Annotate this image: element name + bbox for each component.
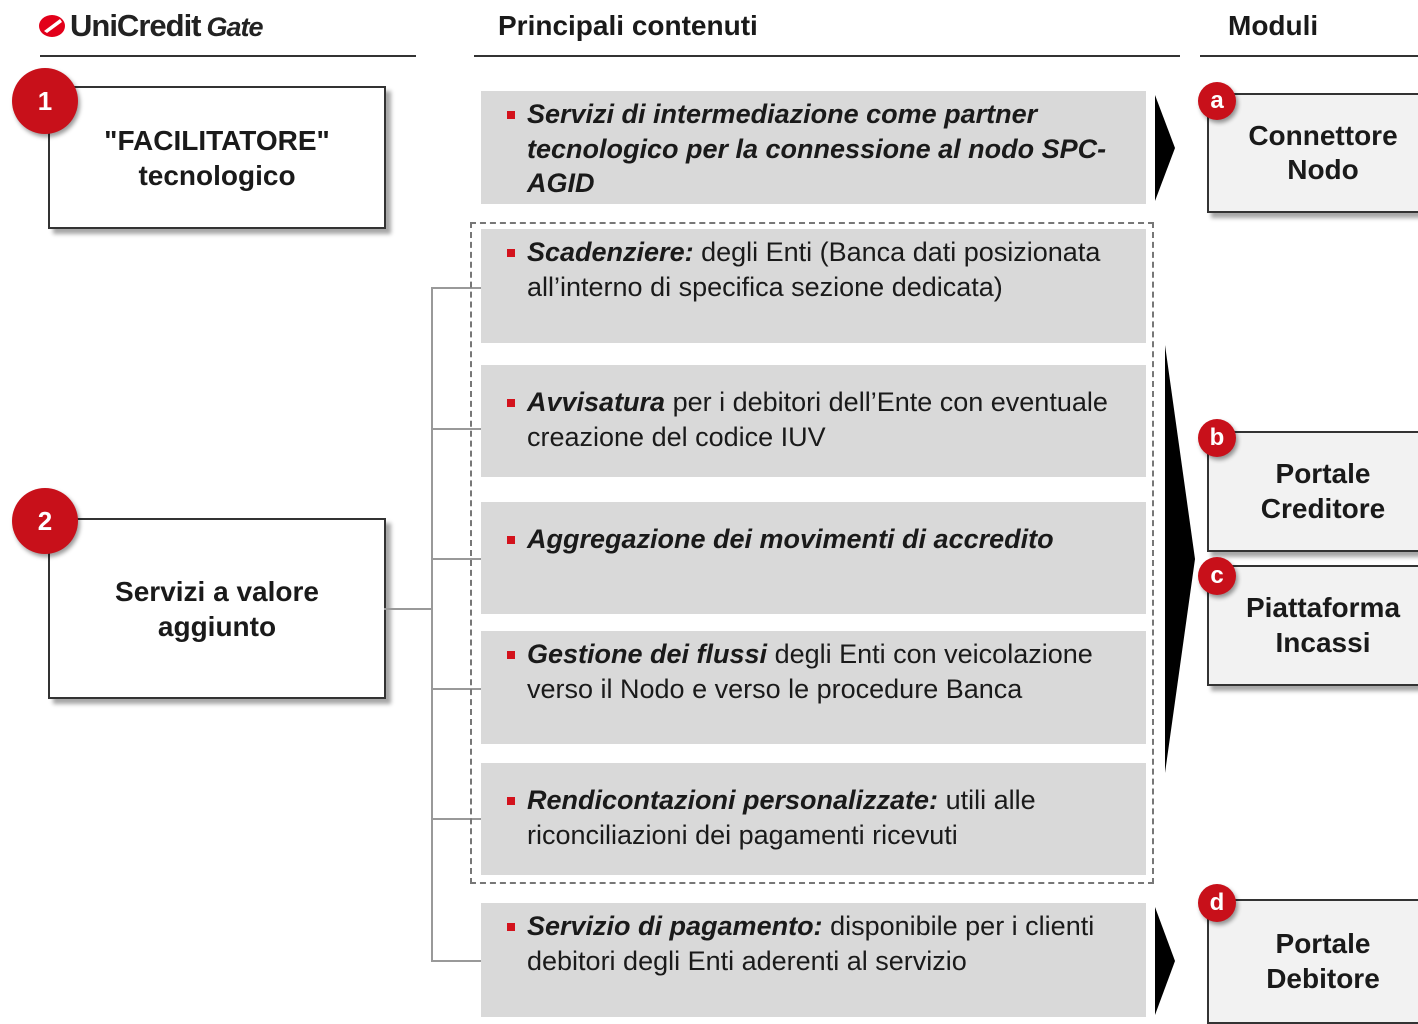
- tree-branch: [431, 428, 481, 430]
- tree-connector-stub: [384, 608, 432, 610]
- badge-c: c: [1198, 557, 1236, 595]
- tree-branch: [431, 558, 481, 560]
- content-text: degli Enti con veicolazione verso il Nod…: [527, 639, 1093, 704]
- module-line2: Creditore: [1260, 492, 1386, 524]
- module-line2: Nodo: [1287, 154, 1359, 185]
- arrow-pagamento: [1155, 907, 1175, 1015]
- facilitatore-box: "FACILITATORE" tecnologico: [48, 86, 386, 229]
- content-servizio-pagamento: Servizio di pagamento: disponibile per i…: [481, 903, 1146, 1017]
- content-text: degli Enti (Banca dati posizionata all’i…: [527, 237, 1101, 302]
- content-aggregazione: Aggregazione dei movimenti di accredito: [481, 502, 1146, 614]
- module-piattaforma-incassi: Piattaforma Incassi: [1207, 565, 1418, 686]
- bullet-icon: [507, 399, 515, 407]
- content-rendicontazioni: Rendicontazioni personalizzate: utili al…: [481, 763, 1146, 875]
- logo-suffix: Gate: [206, 12, 264, 42]
- module-portale-creditore: Portale Creditore: [1207, 431, 1418, 552]
- bullet-icon: [507, 536, 515, 544]
- facilitatore-line2: tecnologico: [138, 159, 296, 191]
- module-portale-debitore: Portale Debitore: [1207, 899, 1418, 1024]
- bullet-icon: [507, 111, 515, 119]
- tree-branch: [431, 818, 481, 820]
- logo-brand: UniCredit: [70, 8, 201, 43]
- contents-underline: [474, 55, 1180, 57]
- bullet-icon: [507, 249, 515, 257]
- servizi-line1: Servizi a valore: [115, 575, 319, 607]
- content-bold: Aggregazione dei movimenti di accredito: [527, 524, 1054, 554]
- tree-connector-vertical: [431, 287, 433, 962]
- module-line1: Connettore: [1248, 119, 1398, 151]
- tree-branch: [431, 688, 481, 690]
- badge-1: 1: [12, 68, 78, 134]
- content-text: disponibile per i clienti debitori degli…: [527, 911, 1095, 976]
- tree-branch: [431, 287, 481, 289]
- content-text: utili alle riconciliazioni dei pagamenti…: [527, 785, 1036, 850]
- arrow-value-added: [1165, 345, 1195, 773]
- content-bold: Rendicontazioni personalizzate:: [527, 785, 939, 815]
- content-bold: Gestione dei flussi: [527, 639, 768, 669]
- module-line2: Incassi: [1275, 626, 1371, 658]
- badge-2: 2: [12, 488, 78, 554]
- content-bold: Scadenziere:: [527, 237, 694, 267]
- header-contents: Principali contenuti: [498, 10, 758, 41]
- content-scadenziere: Scadenziere: degli Enti (Banca dati posi…: [481, 229, 1146, 343]
- logo-underline: [40, 55, 416, 57]
- content-text: per i debitori dell’Ente con eventuale c…: [527, 387, 1108, 452]
- modules-underline: [1200, 55, 1418, 57]
- content-bold: Servizi di intermediazione come partner …: [527, 99, 1107, 198]
- servizi-valore-box: Servizi a valore aggiunto: [48, 518, 386, 699]
- content-avvisatura: Avvisatura per i debitori dell’Ente con …: [481, 365, 1146, 477]
- module-connettore-nodo: Connettore Nodo: [1207, 93, 1418, 213]
- badge-d: d: [1198, 884, 1236, 922]
- module-line2: Debitore: [1266, 962, 1380, 994]
- module-line1: Portale: [1275, 458, 1371, 489]
- badge-a: a: [1198, 82, 1236, 120]
- content-bold: Avvisatura: [527, 387, 666, 417]
- facilitatore-line1: "FACILITATORE": [104, 124, 330, 156]
- header-modules: Moduli: [1228, 10, 1319, 41]
- content-intermediazione: Servizi di intermediazione come partner …: [481, 91, 1146, 204]
- servizi-line2: aggiunto: [157, 610, 277, 642]
- bullet-icon: [507, 797, 515, 805]
- bullet-icon: [507, 651, 515, 659]
- module-line1: Portale: [1275, 928, 1371, 959]
- arrow-intermediazione: [1155, 95, 1175, 201]
- module-line1: Piattaforma: [1245, 592, 1401, 623]
- badge-b: b: [1198, 419, 1236, 457]
- tree-branch: [431, 960, 481, 962]
- unicredit-logo-icon: [39, 15, 65, 37]
- content-bold: Servizio di pagamento:: [527, 911, 823, 941]
- content-gestione-flussi: Gestione dei flussi degli Enti con veico…: [481, 631, 1146, 744]
- bullet-icon: [507, 923, 515, 931]
- value-added-group: [470, 222, 1154, 884]
